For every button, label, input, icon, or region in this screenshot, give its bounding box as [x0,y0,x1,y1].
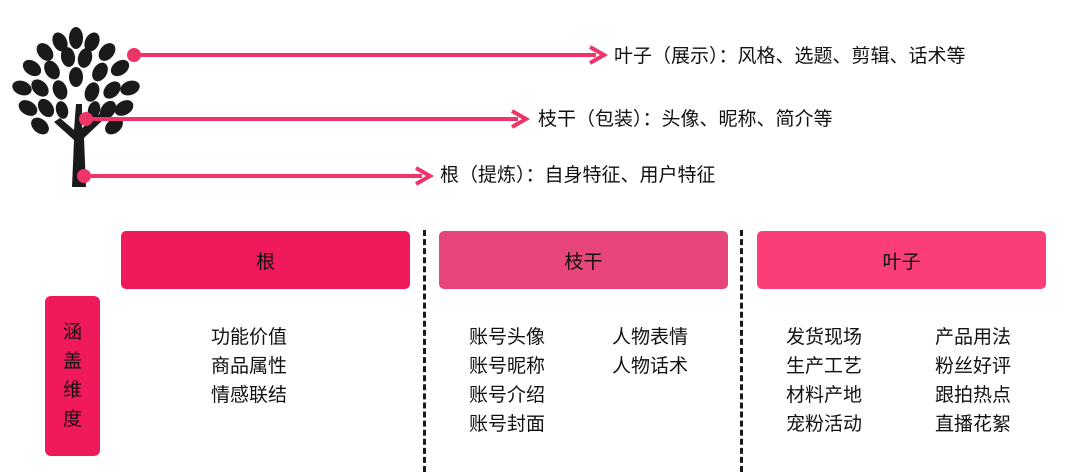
branch-annotation: 枝干（包装）：头像、昵称、简介等 [538,108,833,130]
list-item: 材料产地 [786,384,863,406]
leaf-items-left: 发货现场 生产工艺 材料产地 宠粉活动 [786,323,862,439]
dashed-divider [740,230,743,472]
list-item: 功能价值 [211,326,288,348]
list-item: 账号封面 [469,413,546,435]
arrow-right-icon [127,45,609,65]
side-label-char: 维 [62,379,82,401]
list-item: 人物表情 [612,326,689,348]
list-item: 账号昵称 [469,355,546,377]
root-header-label: 根 [255,250,275,273]
list-item: 宠粉活动 [786,413,863,435]
list-item: 账号头像 [469,326,546,348]
list-item: 人物话术 [612,355,689,377]
list-item: 发货现场 [786,326,863,348]
coverage-dimension-label: 涵 盖 维 度 [45,296,100,456]
list-item: 商品属性 [211,355,288,377]
list-item: 账号介绍 [469,384,546,406]
list-item: 跟拍热点 [935,384,1012,406]
leaf-header-label: 叶子 [882,250,921,273]
side-label-char: 度 [62,408,82,430]
leaf-annotation: 叶子（展示）：风格、选题、剪辑、话术等 [614,45,966,67]
arrow-right-icon [79,109,531,129]
leaf-header: 叶子 [757,231,1046,289]
side-label-char: 盖 [62,350,82,372]
list-item: 生产工艺 [786,355,863,377]
list-item: 粉丝好评 [935,355,1012,377]
root-annotation: 根（提炼）：自身特征、用户特征 [440,164,716,186]
dashed-divider [423,230,426,472]
list-item: 直播花絮 [935,413,1012,435]
branch-header: 枝干 [439,231,728,289]
leaf-items-right: 产品用法 粉丝好评 跟拍热点 直播花絮 [935,323,1011,439]
list-item: 情感联结 [211,384,288,406]
branch-items-right: 人物表情 人物话术 [612,323,688,381]
list-item: 产品用法 [935,326,1012,348]
root-items: 功能价值 商品属性 情感联结 [211,323,287,410]
tree-icon [12,27,140,187]
root-header: 根 [121,231,410,289]
side-label-char: 涵 [62,321,82,343]
branch-header-label: 枝干 [564,250,603,273]
branch-items-left: 账号头像 账号昵称 账号介绍 账号封面 [469,323,545,439]
